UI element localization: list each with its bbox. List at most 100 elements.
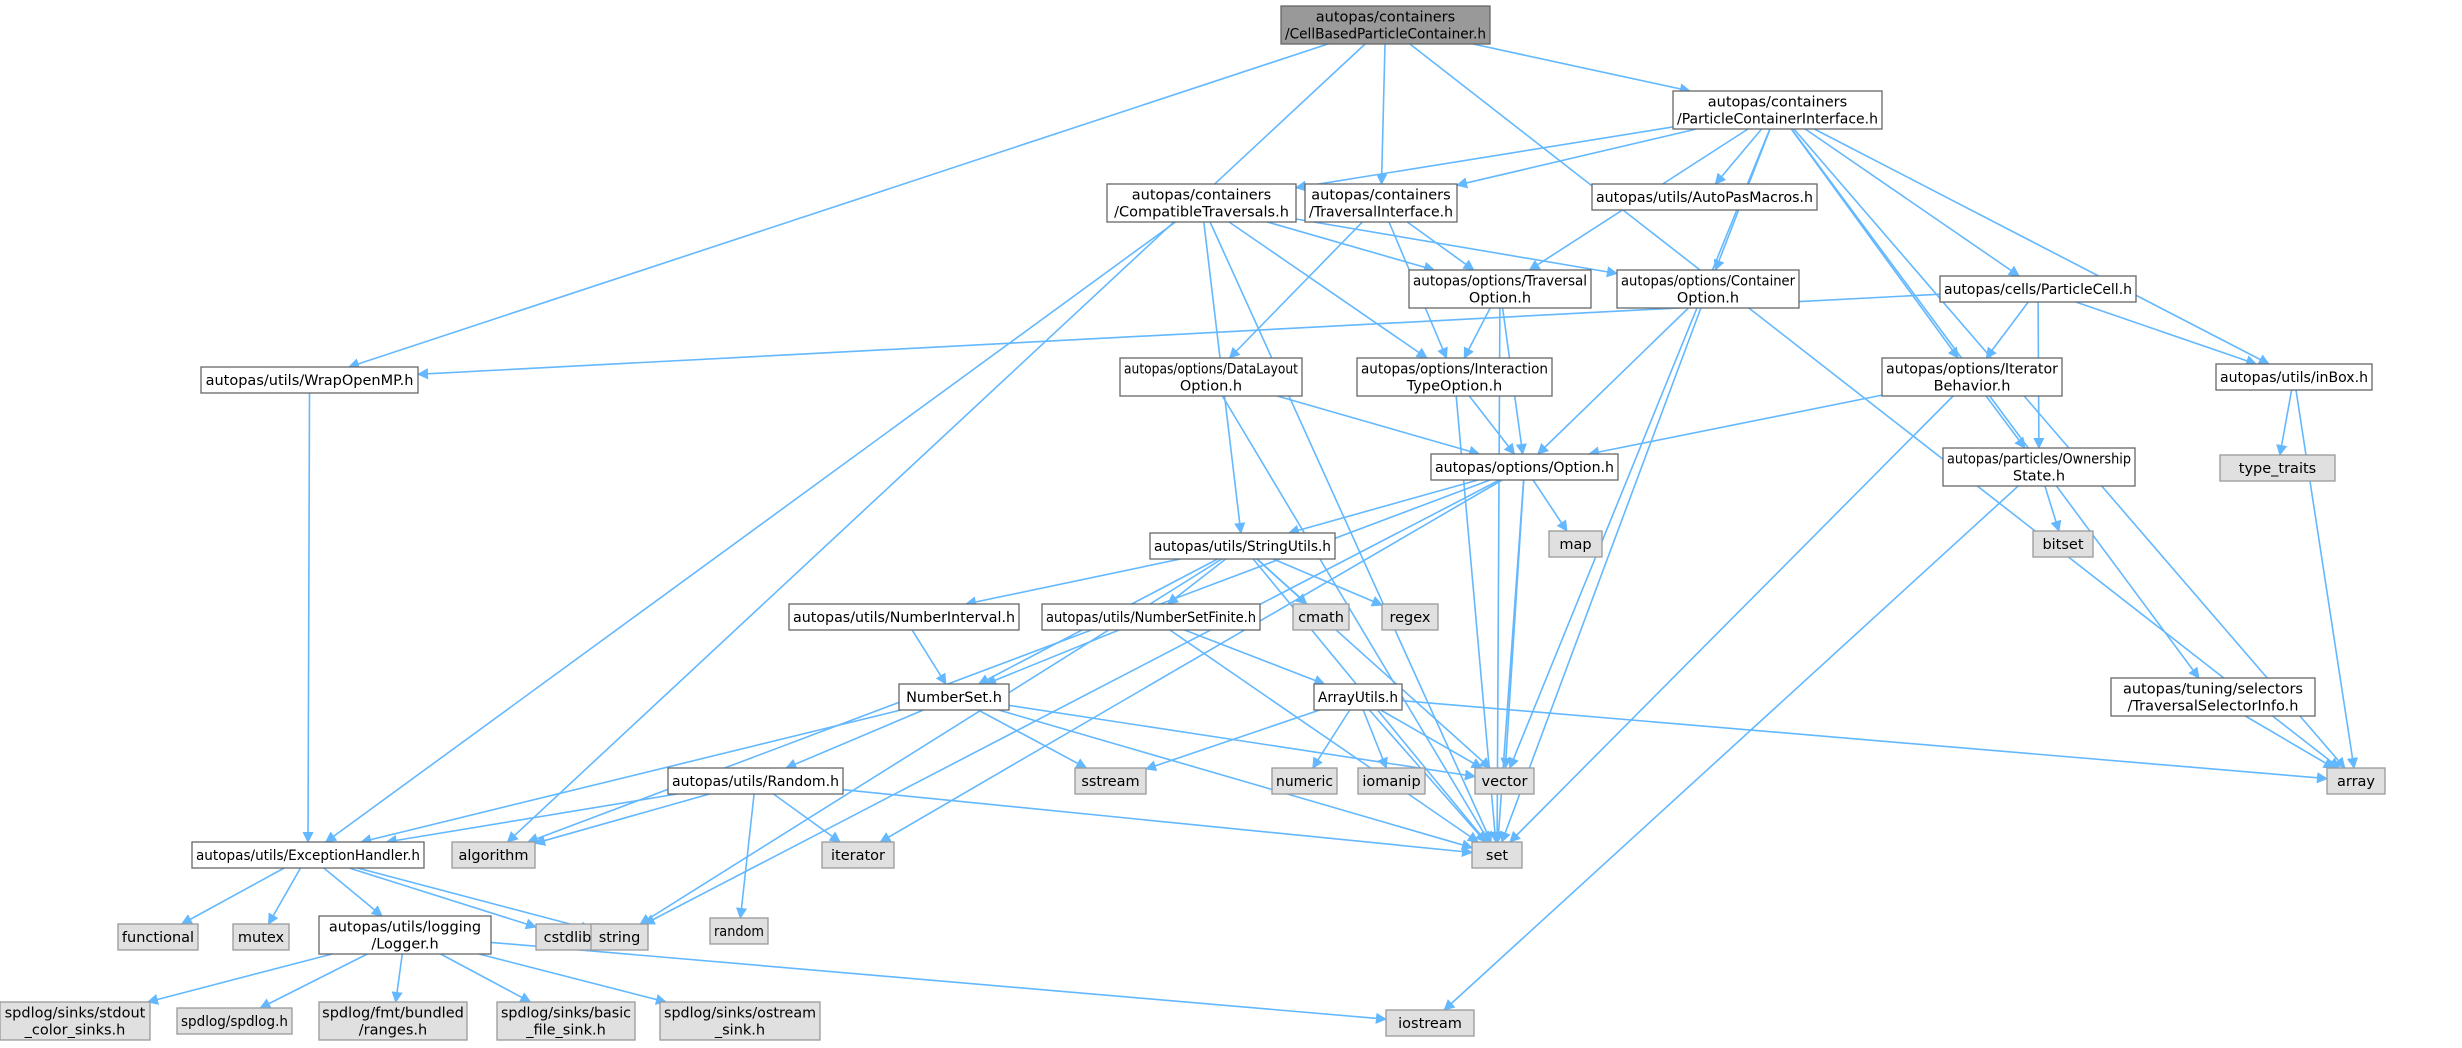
edge-eh-string — [357, 867, 593, 933]
node-label: autopas/utils/ExceptionHandler.h — [196, 848, 420, 864]
node-box — [318, 915, 492, 955]
node-box — [318, 1001, 468, 1041]
node-sdspd: spdlog/spdlog.h — [176, 1007, 293, 1035]
edge-pci-inbox — [1813, 128, 2270, 365]
node-box — [200, 366, 419, 394]
node-label: type_traits — [2239, 461, 2316, 477]
node-box — [1381, 603, 1439, 631]
node-label: set — [1486, 848, 1508, 864]
node-label: autopas/utils/AutoPasMacros.h — [1596, 190, 1813, 206]
node-label: mutex — [238, 930, 285, 946]
node-label: autopas/options/DataLayout — [1124, 362, 1298, 378]
node-box — [191, 841, 425, 869]
node-label: /TraversalInterface.h — [1309, 205, 1453, 221]
node-bitset: bitset — [2032, 530, 2094, 558]
node-rnd[interactable]: autopas/utils/Random.h — [667, 767, 844, 795]
node-box — [2215, 363, 2373, 391]
node-inbox[interactable]: autopas/utils/inBox.h — [2215, 363, 2373, 391]
node-box — [1313, 683, 1403, 711]
edge-eh-functional — [180, 867, 285, 925]
node-eh[interactable]: autopas/utils/ExceptionHandler.h — [191, 841, 425, 869]
edge-to-set — [1491, 307, 1503, 844]
node-label: /TraversalSelectorInfo.h — [2128, 699, 2299, 715]
node-box — [176, 1007, 293, 1035]
node-label: spdlog/spdlog.h — [181, 1014, 288, 1030]
node-numeric: numeric — [1271, 767, 1338, 795]
node-ct[interactable]: autopas/containers/CompatibleTraversals.… — [1106, 183, 1297, 223]
node-opt[interactable]: autopas/options/Option.h — [1430, 453, 1619, 481]
edge-su-vector — [1256, 558, 1491, 769]
node-ns[interactable]: NumberSet.h — [898, 683, 1010, 711]
node-label: autopas/utils/NumberSetFinite.h — [1046, 610, 1256, 626]
node-box — [709, 917, 769, 945]
node-array: array — [2326, 767, 2386, 795]
node-tsi[interactable]: autopas/tuning/selectors/TraversalSelect… — [2110, 677, 2316, 717]
node-box — [1471, 841, 1523, 869]
node-nsf[interactable]: autopas/utils/NumberSetFinite.h — [1041, 603, 1261, 631]
node-box — [2110, 677, 2316, 717]
edge-su-regex — [1272, 558, 1384, 607]
edge-ns-rnd — [785, 709, 924, 770]
edge-opt-string — [643, 479, 1500, 925]
edge-to-ito — [1463, 307, 1491, 359]
node-label: autopas/utils/WrapOpenMP.h — [206, 373, 414, 389]
node-box — [898, 683, 1010, 711]
node-box — [1149, 532, 1336, 560]
node-label: autopas/options/Option.h — [1435, 460, 1614, 476]
edge-cbpc-pci — [1472, 43, 1691, 95]
edge-logger-sdostream — [478, 953, 668, 1005]
node-box — [659, 1001, 821, 1041]
node-box — [1271, 767, 1338, 795]
edge-cbpc-algorithm — [506, 43, 1366, 843]
node-box — [1591, 183, 1818, 211]
edge-co-opt — [1537, 307, 1689, 455]
node-functional: functional — [117, 923, 199, 951]
node-womp[interactable]: autopas/utils/WrapOpenMP.h — [200, 366, 419, 394]
node-label: iostream — [1398, 1016, 1462, 1032]
node-ti[interactable]: autopas/containers/TraversalInterface.h — [1304, 183, 1458, 223]
node-pci[interactable]: autopas/containers/ParticleContainerInte… — [1672, 90, 1883, 130]
edge-inbox-array — [2295, 389, 2359, 770]
node-box — [1356, 357, 1553, 397]
edge-pci-ct — [1294, 126, 1674, 192]
edge-pc-inbox — [2075, 301, 2258, 367]
node-label: Behavior.h — [1934, 379, 2011, 395]
node-box — [496, 1001, 636, 1041]
edge-ib-opt — [1588, 394, 1883, 458]
node-label: random — [714, 924, 764, 940]
node-logger[interactable]: autopas/utils/logging/Logger.h — [318, 915, 492, 955]
edge-ib-os — [1985, 395, 2026, 449]
edge-ib-set — [1509, 395, 1954, 843]
node-box — [1881, 357, 2063, 397]
node-apm[interactable]: autopas/utils/AutoPasMacros.h — [1591, 183, 1818, 211]
edge-ns-sstream — [977, 709, 1088, 769]
edge-ti-to — [1406, 221, 1475, 271]
node-label: _sink.h — [714, 1023, 765, 1039]
node-box — [821, 841, 895, 869]
node-box — [0, 1001, 151, 1041]
edge-au-iomanip — [1362, 709, 1388, 770]
edge-ct-eh — [324, 221, 1176, 843]
edge-pci-tsi — [1790, 128, 2200, 679]
node-vector: vector — [1474, 767, 1535, 795]
node-label: autopas/containers — [1132, 188, 1271, 204]
node-box — [2326, 767, 2386, 795]
node-box — [1672, 90, 1883, 130]
node-su[interactable]: autopas/utils/StringUtils.h — [1149, 532, 1336, 560]
node-label: spdlog/sinks/stdout — [5, 1006, 146, 1022]
edge-dlo-opt — [1276, 395, 1481, 457]
node-ni[interactable]: autopas/utils/NumberInterval.h — [788, 603, 1020, 631]
node-pc[interactable]: autopas/cells/ParticleCell.h — [1939, 275, 2137, 303]
node-au[interactable]: ArrayUtils.h — [1313, 683, 1403, 711]
node-string: string — [590, 923, 649, 951]
edge-tsi-array — [2244, 715, 2335, 769]
node-cstdlib: cstdlib — [535, 923, 600, 951]
node-label: autopas/utils/logging — [329, 920, 481, 936]
